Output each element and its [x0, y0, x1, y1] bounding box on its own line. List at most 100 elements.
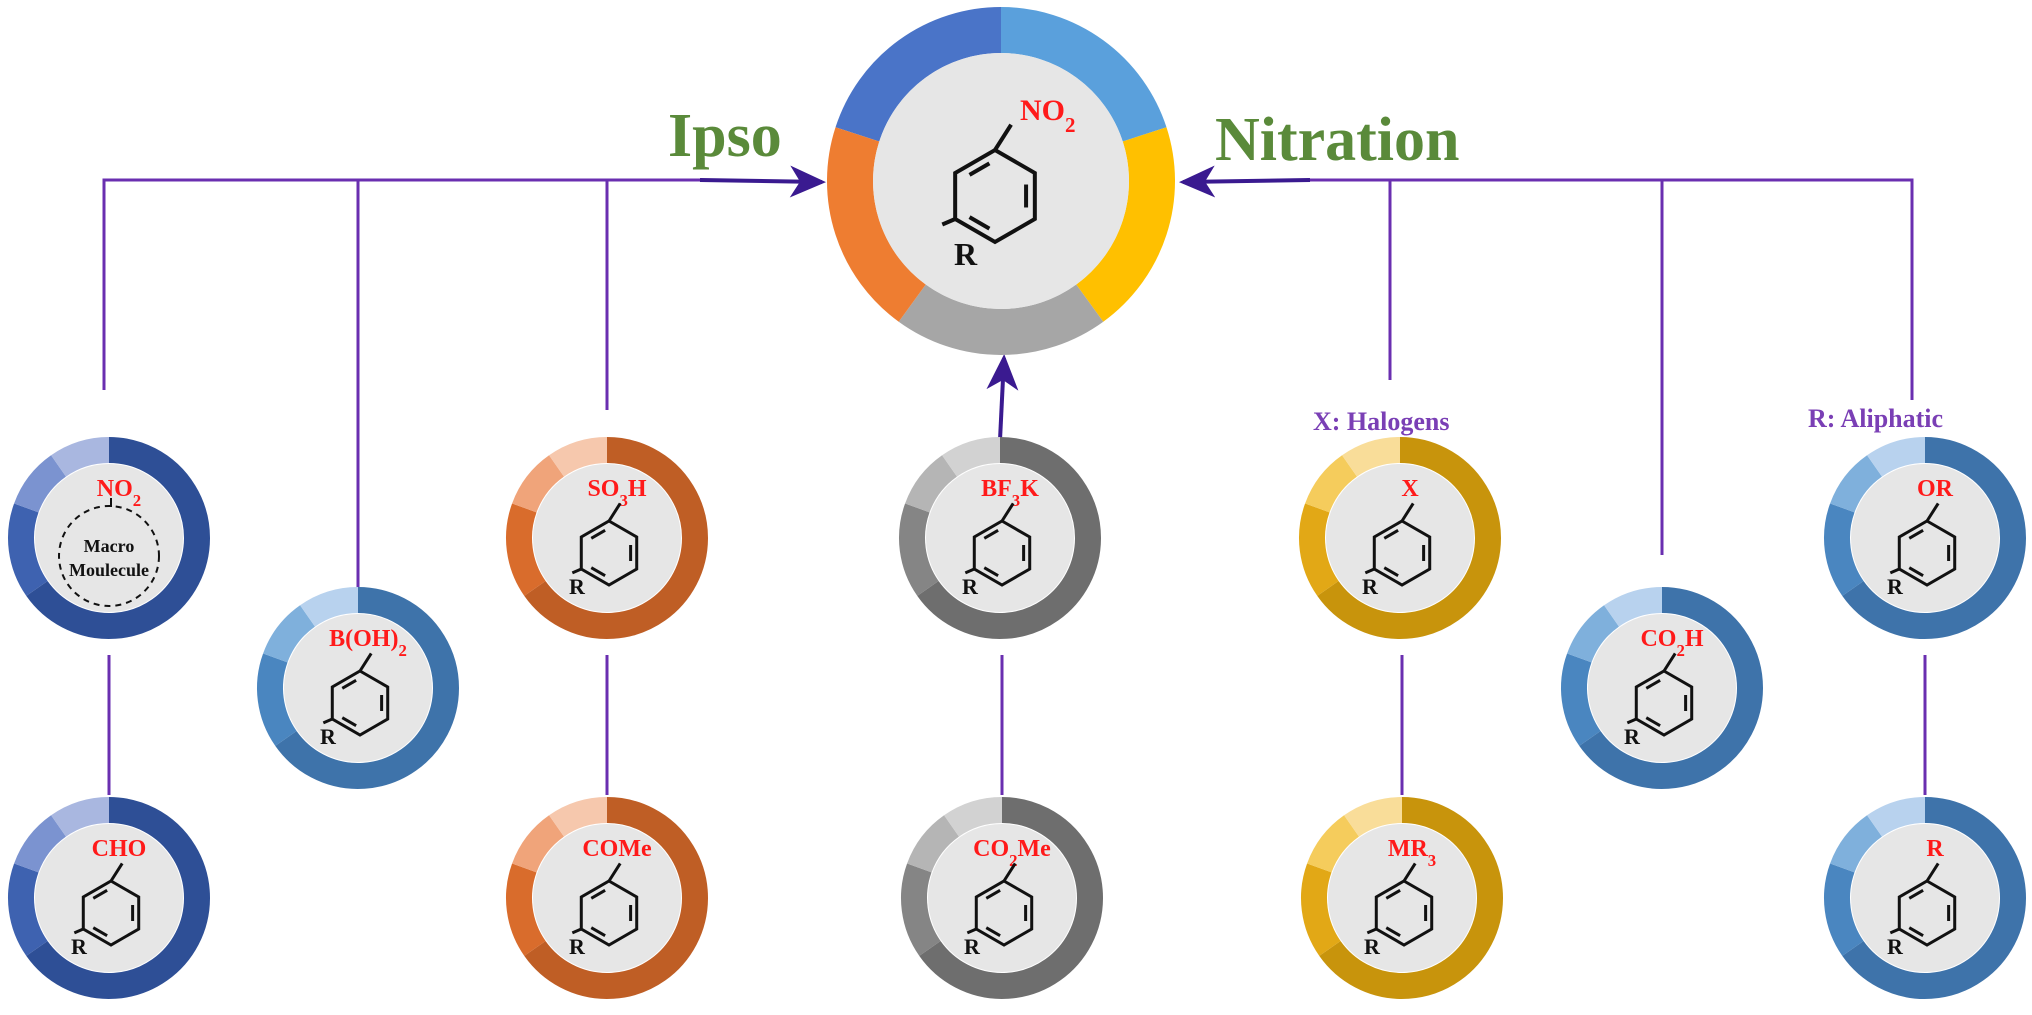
substituent-bond — [109, 862, 124, 882]
node-ring-dark — [26, 797, 210, 999]
double-bond — [1908, 888, 1924, 900]
center-ring-segment — [827, 127, 927, 322]
node-ring-mid — [506, 503, 546, 596]
right-bus-line — [1310, 178, 1914, 400]
benzene-hexagon — [972, 519, 1032, 587]
benzene-hexagon — [81, 879, 141, 947]
node-ring-mid — [8, 503, 48, 596]
title-nitration: Nitration — [1215, 106, 1460, 174]
node-r-label: R — [1362, 574, 1379, 599]
node-group-label: OR — [1917, 476, 1954, 502]
double-bond — [590, 926, 606, 938]
node-inner-disc — [35, 464, 183, 612]
node-inner-disc — [926, 464, 1074, 612]
benzene-hexagon — [330, 669, 390, 737]
center-ring-segment — [835, 7, 1002, 142]
double-bond — [1383, 528, 1399, 540]
node-ring-light — [14, 815, 67, 873]
node-inner-disc — [928, 824, 1076, 972]
double-bond — [92, 926, 108, 938]
node-ether: ORR — [1824, 437, 2026, 639]
r-bond — [1366, 927, 1377, 935]
node-ring-light — [1307, 815, 1360, 873]
center-color-ring — [827, 7, 1175, 355]
benzene-hexagon — [1897, 519, 1957, 587]
node-inner-disc — [1588, 614, 1736, 762]
substituent-bond — [1662, 652, 1677, 672]
node-ring-pale — [549, 437, 608, 477]
substituent-bond — [1400, 502, 1415, 522]
double-bond — [590, 888, 606, 900]
right-arrow — [1179, 165, 1311, 198]
double-bond — [1385, 888, 1401, 900]
double-bond — [968, 161, 991, 177]
node-ring-light — [14, 455, 67, 513]
node-group-label: X — [1401, 476, 1419, 502]
center-benzene-ring — [941, 123, 1037, 245]
node-inner-disc — [284, 614, 432, 762]
node-ring-dark — [1579, 587, 1763, 789]
r-bond — [966, 927, 977, 935]
benzene-hexagon — [579, 519, 639, 587]
double-bond — [1908, 566, 1924, 578]
node-ring-pale — [300, 587, 359, 627]
center-r-label: R — [954, 236, 978, 272]
node-ring-dark — [917, 437, 1101, 639]
double-bond — [1645, 716, 1661, 728]
r-bond — [1889, 927, 1900, 935]
node-halide: XR — [1299, 437, 1501, 639]
node-group-label: CO2Me — [973, 836, 1051, 870]
node-ring-dark — [524, 797, 708, 999]
macro-text-line2: Moulecule — [69, 560, 149, 580]
node-ring-pale — [1604, 587, 1663, 627]
substituent-bond — [993, 123, 1013, 152]
bottom-arrow — [986, 354, 1019, 441]
benzene-hexagon — [1897, 879, 1957, 947]
node-inner-disc — [1851, 464, 1999, 612]
r-bond — [964, 567, 975, 575]
r-bond — [571, 927, 582, 935]
node-ring-dark — [1842, 437, 2026, 639]
r-bond — [571, 567, 582, 575]
node-ring-light — [263, 605, 316, 663]
substituent-bond — [1000, 502, 1015, 522]
double-bond — [985, 888, 1001, 900]
node-ring-light — [905, 455, 958, 513]
node-ring-light — [1830, 815, 1883, 873]
node-r-label: R — [962, 574, 979, 599]
node-inner-disc — [533, 824, 681, 972]
double-bond — [341, 716, 357, 728]
node-group-label: SO3H — [587, 476, 646, 510]
node-group-label: MR3 — [1388, 836, 1436, 870]
node-ring-light — [907, 815, 960, 873]
node-r-label: R — [964, 934, 981, 959]
node-ring-dark — [919, 797, 1103, 999]
center-node-nitroarene: NO2 R — [827, 7, 1175, 355]
node-ring-pale — [51, 437, 110, 477]
benzene-hexagon — [1372, 519, 1432, 587]
node-ring-mid — [1299, 503, 1339, 596]
node-ring-mid — [257, 653, 297, 746]
double-bond — [968, 215, 991, 231]
node-ring-dark — [1842, 797, 2026, 999]
double-bond — [590, 528, 606, 540]
substituent-bond — [1002, 862, 1017, 882]
node-ring-mid — [1824, 503, 1864, 596]
r-bond — [1626, 717, 1637, 725]
left-bus-line — [102, 178, 700, 390]
node-ring-mid — [899, 503, 939, 596]
node-ring-mid — [506, 863, 546, 956]
node-inner-disc — [1328, 824, 1476, 972]
node-inner-disc — [1326, 464, 1474, 612]
benzene-hexagon — [1374, 879, 1434, 947]
node-ring-dark — [1317, 437, 1501, 639]
node-ring-pale — [1867, 797, 1926, 837]
node-group-label: R — [1926, 836, 1944, 862]
node-ring-pale — [1344, 797, 1403, 837]
